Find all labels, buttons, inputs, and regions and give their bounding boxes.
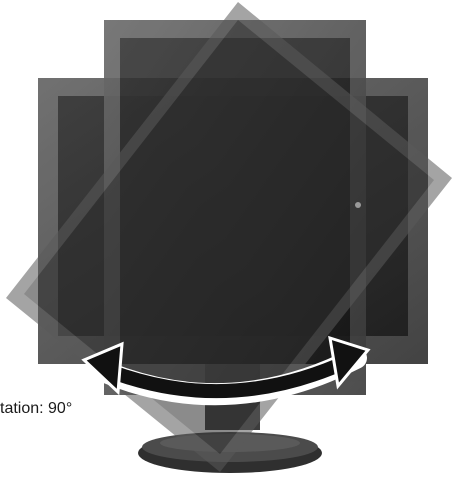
monitor-logo-icon bbox=[355, 202, 361, 208]
rotation-caption: tation: 90° bbox=[0, 399, 74, 418]
